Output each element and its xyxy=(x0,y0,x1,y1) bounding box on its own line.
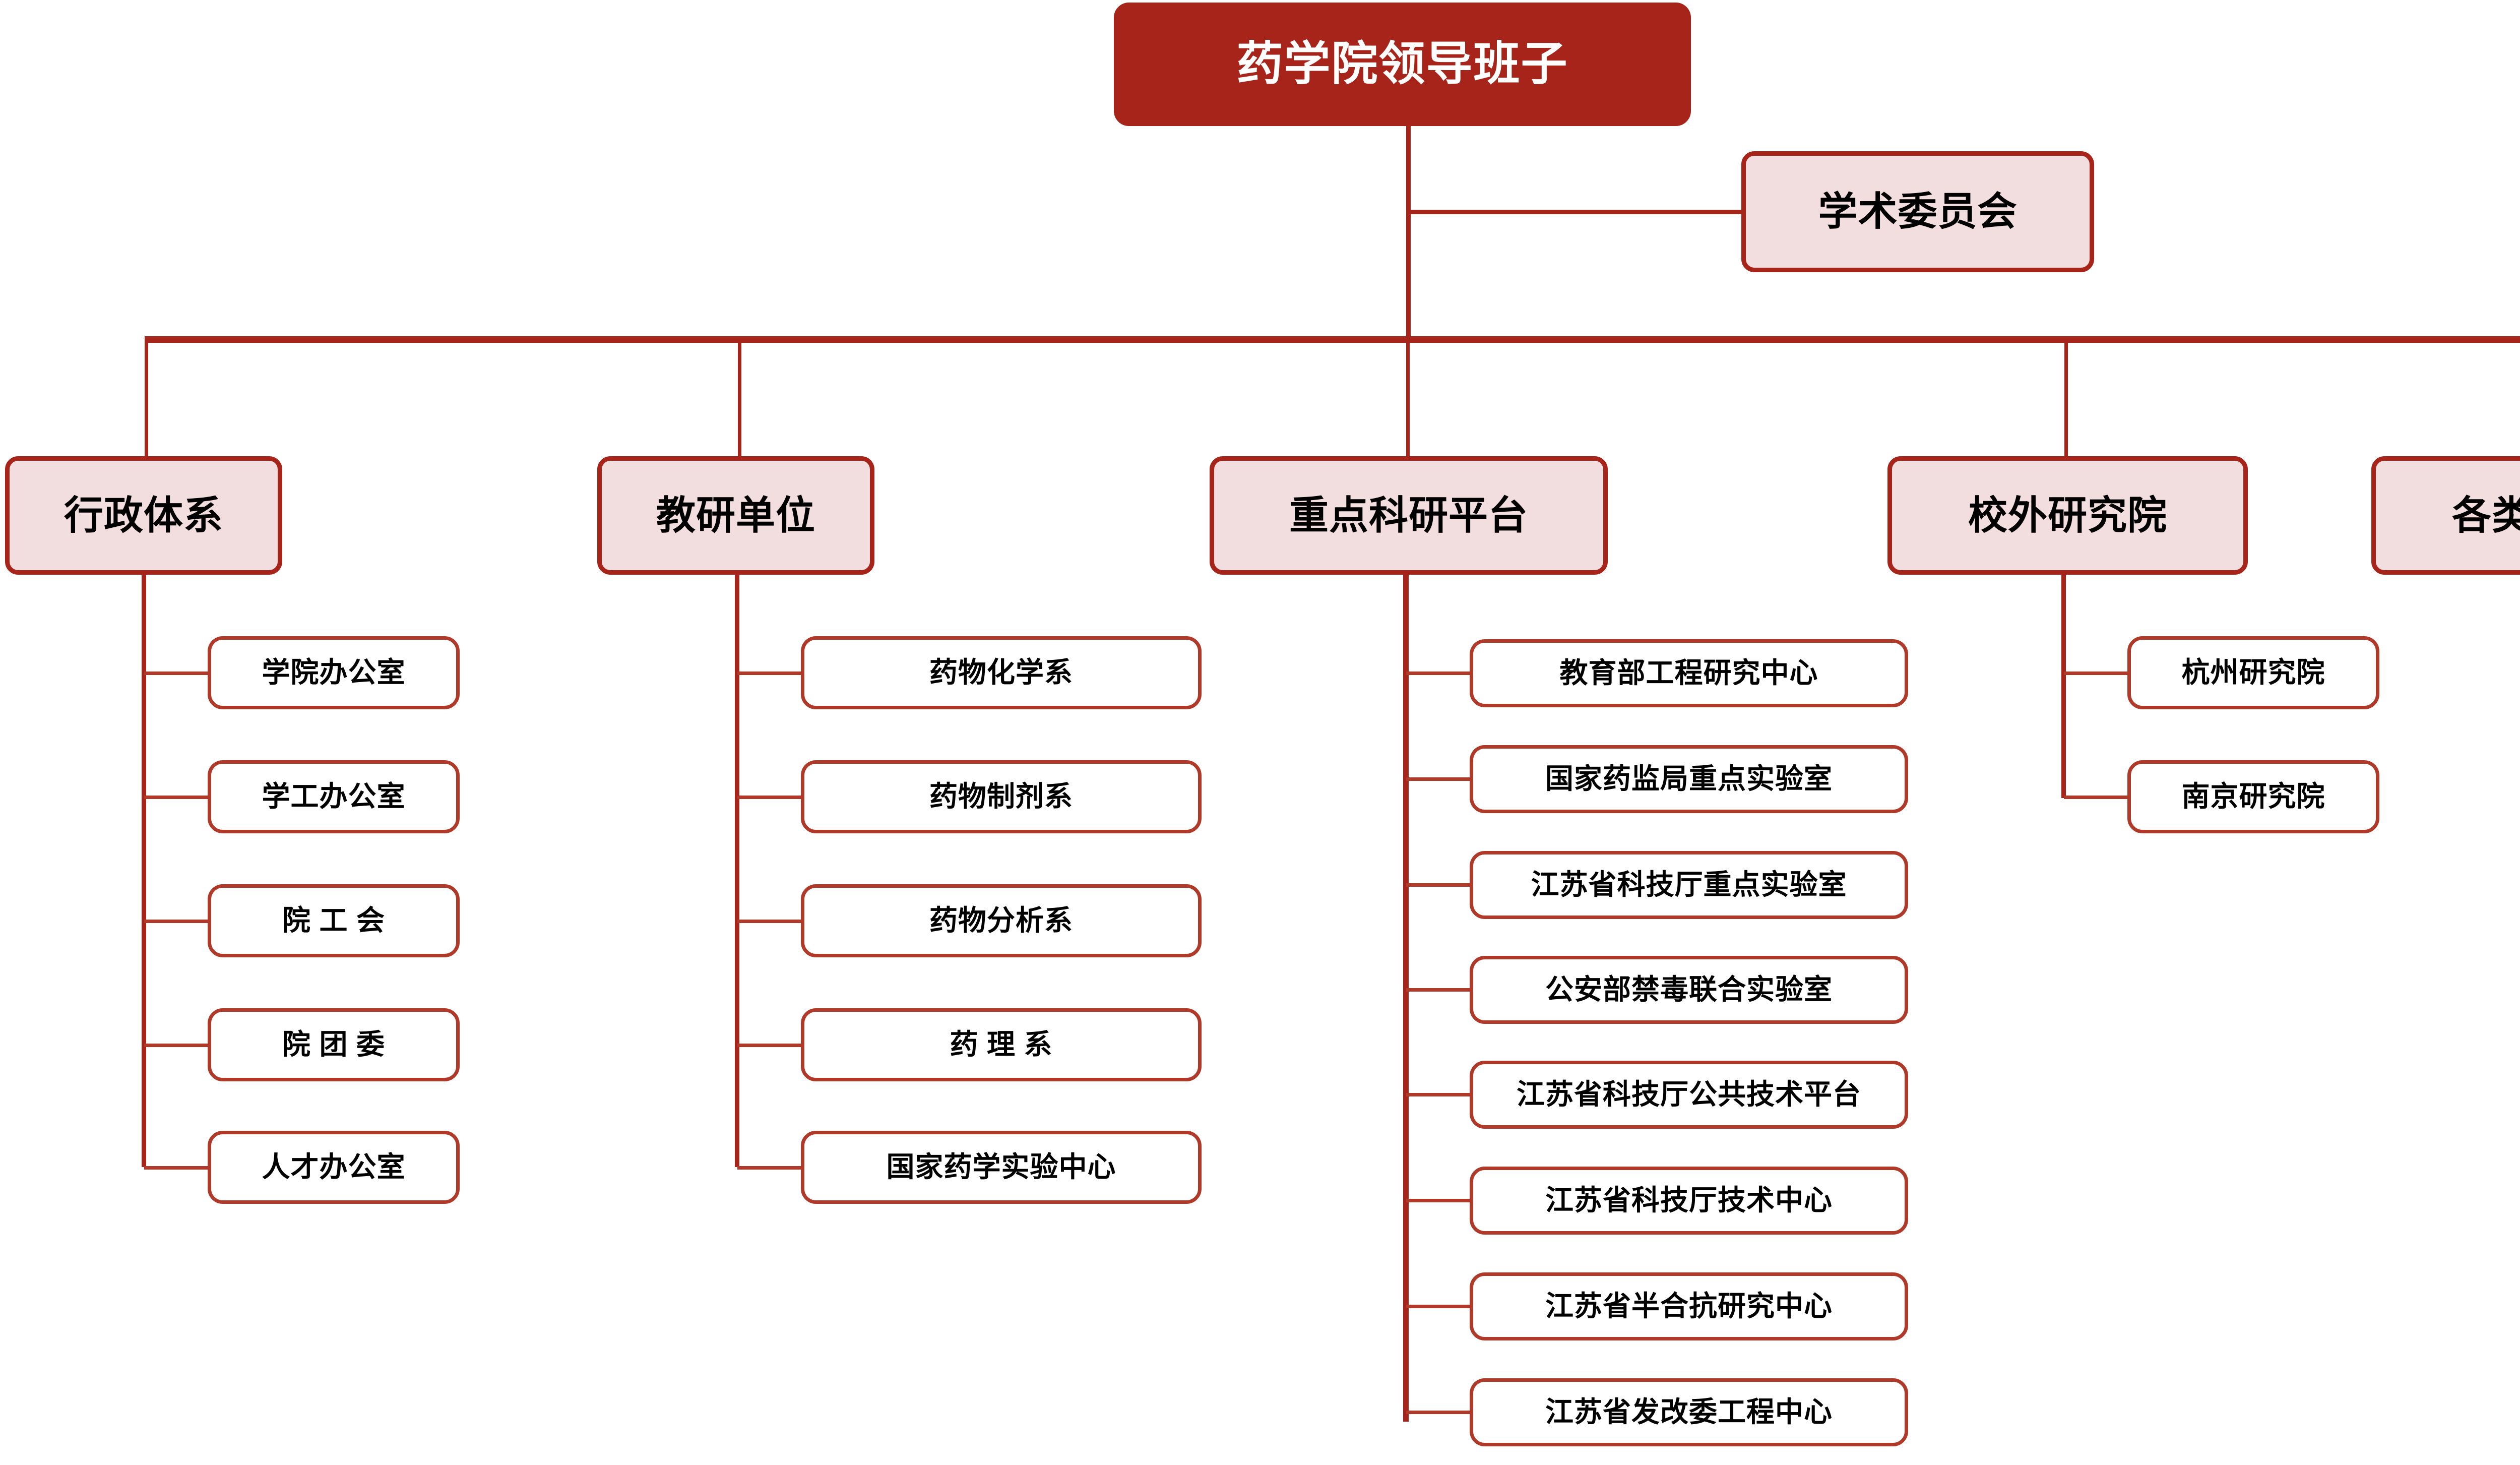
stub-col4-1 xyxy=(2064,672,2129,675)
leaf-node-col4-2[interactable]: 南京研究院 xyxy=(2127,760,2379,833)
stub-col1-2 xyxy=(144,796,210,799)
stub-col1-5 xyxy=(144,1166,210,1170)
leaf-node-col1-2[interactable]: 学工办公室 xyxy=(208,760,460,833)
category-node-teaching-units[interactable]: 教研单位 xyxy=(597,456,874,575)
leaf-node-col1-5[interactable]: 人才办公室 xyxy=(208,1131,460,1204)
leaf-node-col3-5[interactable]: 江苏省科技厅公共技术平台 xyxy=(1470,1061,1908,1129)
spine-col1 xyxy=(142,575,146,1167)
stub-col1-3 xyxy=(144,920,210,923)
connector-root-stem xyxy=(1406,126,1411,343)
leaf-node-col1-4[interactable]: 院 团 委 xyxy=(208,1008,460,1081)
stub-col3-6 xyxy=(1406,1199,1472,1202)
stub-col3-3 xyxy=(1406,883,1472,887)
stub-col1-4 xyxy=(144,1044,210,1047)
leaf-node-col2-5[interactable]: 国家药学实验中心 xyxy=(801,1131,1202,1204)
leaf-node-col2-4[interactable]: 药 理 系 xyxy=(801,1008,1202,1081)
leaf-node-col3-4[interactable]: 公安部禁毒联合实验室 xyxy=(1470,956,1908,1024)
leaf-node-col2-3[interactable]: 药物分析系 xyxy=(801,884,1202,957)
stub-col2-3 xyxy=(737,920,803,923)
leaf-node-col2-2[interactable]: 药物制剂系 xyxy=(801,760,1202,833)
stub-col2-5 xyxy=(737,1166,803,1170)
connector-drop-col1 xyxy=(145,339,148,456)
connector-main-bus xyxy=(145,336,2520,343)
stub-col1-1 xyxy=(144,672,210,675)
spine-col3 xyxy=(1403,575,1409,1422)
aside-node-academic-committee[interactable]: 学术委员会 xyxy=(1741,151,2094,272)
category-node-administration[interactable]: 行政体系 xyxy=(5,456,282,575)
stub-col3-2 xyxy=(1406,777,1472,781)
stub-col2-1 xyxy=(737,672,803,675)
leaf-node-col4-1[interactable]: 杭州研究院 xyxy=(2127,636,2379,709)
connector-aside-horizontal xyxy=(1406,210,1744,214)
spine-col2 xyxy=(735,575,739,1167)
connector-drop-col3 xyxy=(1406,339,1410,456)
leaf-node-col2-1[interactable]: 药物化学系 xyxy=(801,636,1202,709)
stub-col3-4 xyxy=(1406,988,1472,992)
leaf-node-col3-6[interactable]: 江苏省科技厅技术中心 xyxy=(1470,1167,1908,1235)
leaf-node-col3-7[interactable]: 江苏省半合抗研究中心 xyxy=(1470,1272,1908,1340)
leaf-node-col3-8[interactable]: 江苏省发改委工程中心 xyxy=(1470,1378,1908,1446)
stub-col3-7 xyxy=(1406,1305,1472,1308)
leaf-node-col1-3[interactable]: 院 工 会 xyxy=(208,884,460,957)
stub-col4-2 xyxy=(2064,796,2129,799)
leaf-node-col3-1[interactable]: 教育部工程研究中心 xyxy=(1470,639,1908,707)
stub-col3-8 xyxy=(1406,1411,1472,1414)
connector-drop-col2 xyxy=(738,339,741,456)
connector-drop-col4 xyxy=(2064,339,2068,456)
category-node-committees[interactable]: 各类委员会 xyxy=(2371,456,2520,575)
stub-col2-4 xyxy=(737,1044,803,1047)
leaf-node-col1-1[interactable]: 学院办公室 xyxy=(208,636,460,709)
stub-col3-1 xyxy=(1406,672,1472,675)
category-node-research-platforms[interactable]: 重点科研平台 xyxy=(1210,456,1608,575)
category-node-offcampus-institutes[interactable]: 校外研究院 xyxy=(1887,456,2248,575)
spine-col4 xyxy=(2061,575,2066,798)
stub-col2-2 xyxy=(737,796,803,799)
stub-col3-5 xyxy=(1406,1093,1472,1096)
leaf-node-col3-2[interactable]: 国家药监局重点实验室 xyxy=(1470,745,1908,813)
leaf-node-col3-3[interactable]: 江苏省科技厅重点实验室 xyxy=(1470,851,1908,919)
root-node-leadership[interactable]: 药学院领导班子 xyxy=(1114,3,1691,126)
